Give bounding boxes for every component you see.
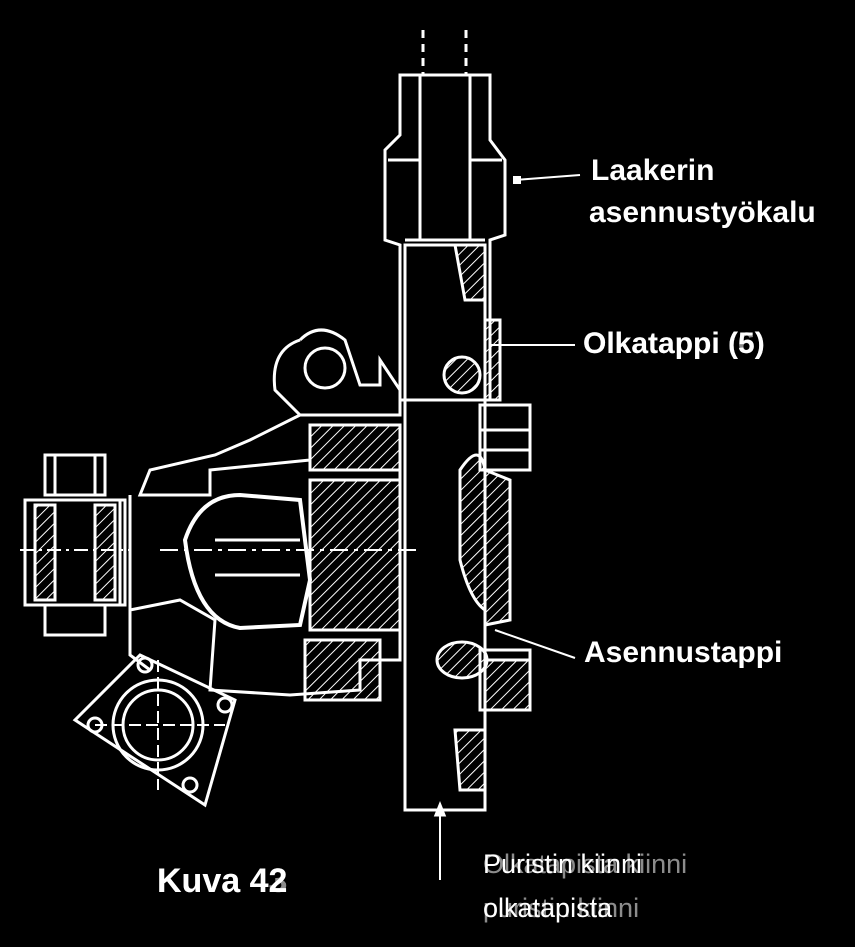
label-shoulder-pin: Olkatappi (5) bbox=[583, 327, 765, 360]
label-press-line1-overlay: Olkatapista kiinni bbox=[483, 849, 688, 879]
label-press-line2-overlay: puristin kiinni bbox=[483, 893, 640, 923]
label-bearing-tool-line2: asennustyökalu bbox=[589, 196, 816, 229]
right-bolts bbox=[478, 403, 532, 712]
label-press-line2: olkatapista bbox=[483, 893, 613, 923]
label-bearing-tool-line1: Laakerin bbox=[591, 154, 715, 187]
hatched-sections bbox=[303, 243, 532, 792]
label-shoulder-pin-overlay: Olkatappi (6) bbox=[583, 327, 765, 360]
label-press-line1: Puristin kiinni bbox=[483, 849, 643, 879]
left-nut-assembly bbox=[20, 453, 130, 637]
figure-number: Kuva 42 bbox=[157, 862, 288, 900]
figure-number-overlay: Kuva 43 bbox=[157, 862, 288, 900]
flange bbox=[72, 653, 237, 808]
leader-lines bbox=[490, 174, 581, 659]
label-mounting-pin: Asennustappi bbox=[584, 636, 783, 669]
